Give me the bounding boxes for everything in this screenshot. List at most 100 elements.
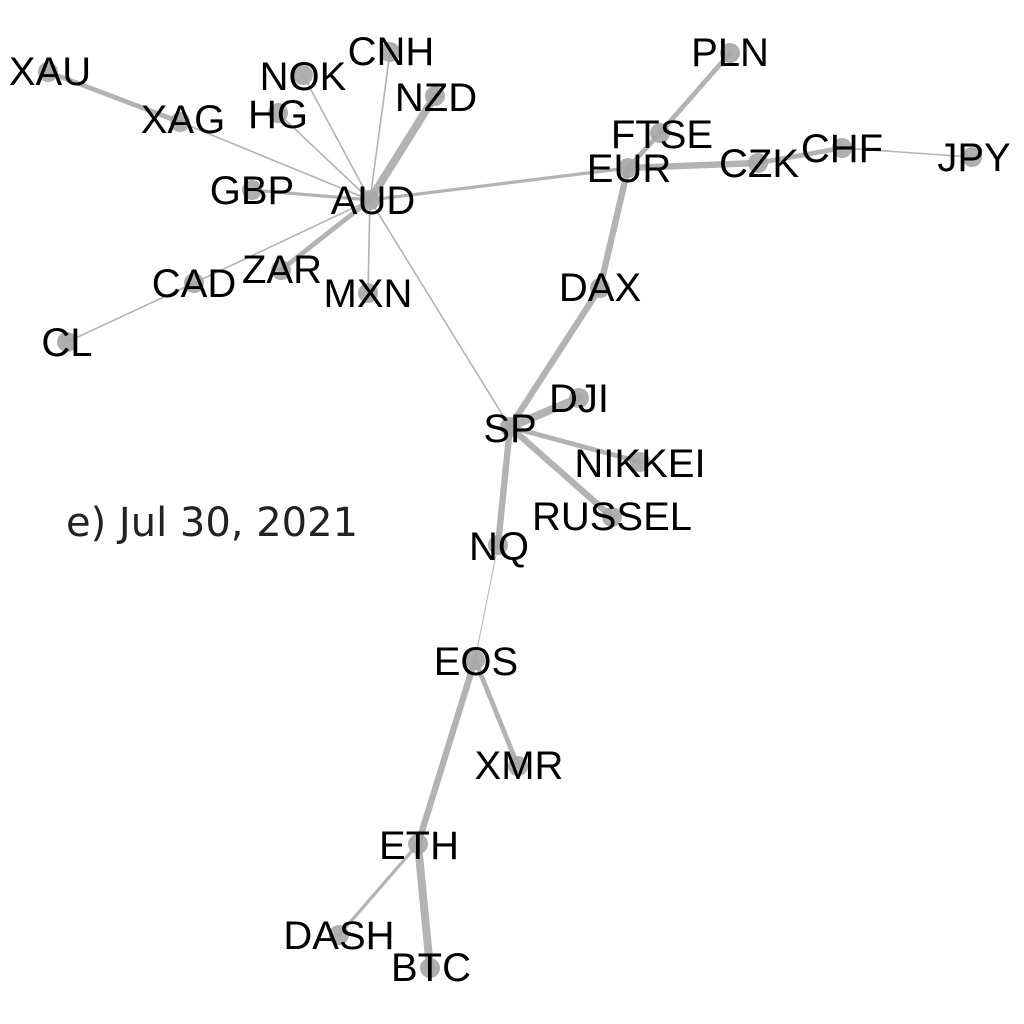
node-eos: EOS [434, 640, 518, 684]
node-label-gbp: GBP [210, 169, 294, 213]
node-dot-dji [569, 388, 589, 408]
node-label-pln: PLN [691, 31, 769, 75]
node-aud: AUD [331, 179, 415, 223]
node-label-cl: CL [41, 321, 92, 365]
edge-cl-cad [66, 282, 195, 343]
node-gbp: GBP [210, 169, 294, 213]
node-label-hg: HG [248, 93, 308, 137]
node-dot-aud [360, 190, 380, 210]
node-dot-ftse [650, 123, 670, 143]
node-dot-czk [748, 153, 768, 173]
edge-sp-russel [506, 423, 616, 521]
node-cnh: CNH [348, 30, 435, 74]
node-dot-pln [720, 43, 740, 63]
edge-chf-jpy [841, 147, 973, 158]
edge-xag-aud [179, 121, 371, 201]
edge-aud-sp [369, 199, 511, 428]
node-jpy: JPY [937, 136, 1010, 180]
node-label-russel: RUSSEL [532, 495, 692, 539]
node-label-eos: EOS [434, 640, 518, 684]
node-label-chf: CHF [801, 127, 883, 171]
node-mxn: MXN [324, 272, 413, 316]
edge-dax-sp [506, 284, 604, 431]
node-label-sp: SP [483, 407, 536, 451]
node-dot-xag [170, 112, 190, 132]
node-xag: XAG [141, 98, 225, 142]
edge-eur-dax [596, 164, 632, 292]
edge-sp-nikkei [507, 424, 643, 465]
node-sp: SP [483, 407, 536, 451]
edge-xau-xag [45, 69, 183, 125]
node-chf: CHF [801, 127, 883, 171]
node-label-cnh: CNH [348, 30, 435, 74]
edge-eos-eth [414, 656, 479, 848]
node-dot-cad [184, 273, 204, 293]
node-label-ftse: FTSE [611, 113, 713, 157]
node-dot-sp [500, 417, 520, 437]
edge-nok-aud [302, 74, 371, 201]
node-label-aud: AUD [331, 179, 415, 223]
node-label-dax: DAX [559, 266, 641, 310]
node-dot-btc [420, 958, 440, 978]
node-label-eur: EUR [587, 147, 671, 191]
node-dot-nq [488, 535, 508, 555]
diagram-caption: e) Jul 30, 2021 [66, 500, 358, 546]
node-dot-dax [590, 278, 610, 298]
edge-nq-eos [474, 544, 499, 661]
node-label-dji: DJI [549, 377, 609, 421]
node-label-dash: DASH [283, 914, 394, 958]
edge-cnh-aud [369, 51, 391, 201]
node-dot-eth [408, 834, 428, 854]
node-label-czk: CZK [719, 142, 799, 186]
edge-sp-dji [506, 394, 583, 431]
node-cl: CL [41, 321, 92, 365]
node-label-eth: ETH [379, 824, 459, 868]
edge-sp-nq [494, 423, 514, 549]
node-dot-dash [329, 925, 349, 945]
node-label-nikkei: NIKKEI [574, 442, 705, 486]
node-label-zar: ZAR [242, 248, 322, 292]
node-dot-xau [38, 62, 58, 82]
node-dji: DJI [549, 377, 609, 421]
edge-pln-ftse [657, 50, 733, 136]
node-eur: EUR [587, 147, 671, 191]
node-dot-cl [57, 332, 77, 352]
edge-nzd-aud [366, 92, 439, 204]
node-btc: BTC [391, 946, 471, 990]
node-dot-nikkei [630, 452, 650, 472]
node-zar: ZAR [242, 248, 322, 292]
node-xmr: XMR [475, 744, 564, 788]
node-dot-zar [271, 260, 291, 280]
node-ftse: FTSE [611, 113, 713, 157]
node-dot-mxn [358, 283, 378, 303]
edge-hg-aud [277, 112, 371, 201]
edge-mxn-aud [367, 199, 371, 294]
node-dot-nzd [425, 86, 445, 106]
node-dot-eos [465, 650, 485, 670]
node-label-nok: NOK [260, 55, 347, 99]
edge-eth-dash [337, 842, 420, 937]
node-dash: DASH [283, 914, 394, 958]
node-label-nq: NQ [469, 525, 529, 569]
node-dot-cnh [380, 42, 400, 62]
node-eth: ETH [379, 824, 459, 868]
edge-aud-eur [368, 166, 630, 202]
node-dot-nok [293, 65, 313, 85]
node-xau: XAU [9, 50, 91, 94]
node-dot-xmr [508, 756, 528, 776]
node-pln: PLN [691, 31, 769, 75]
node-label-nzd: NZD [395, 76, 477, 120]
node-label-xmr: XMR [475, 744, 564, 788]
edges-layer [45, 50, 973, 972]
edge-eth-btc [414, 840, 434, 972]
node-hg: HG [248, 93, 308, 137]
node-label-btc: BTC [391, 946, 471, 990]
edge-eos-xmr [472, 657, 521, 769]
node-label-mxn: MXN [324, 272, 413, 316]
node-nok: NOK [260, 55, 347, 99]
node-dax: DAX [559, 266, 641, 310]
node-nq: NQ [469, 525, 529, 569]
node-label-xau: XAU [9, 50, 91, 94]
node-cad: CAD [152, 262, 236, 306]
